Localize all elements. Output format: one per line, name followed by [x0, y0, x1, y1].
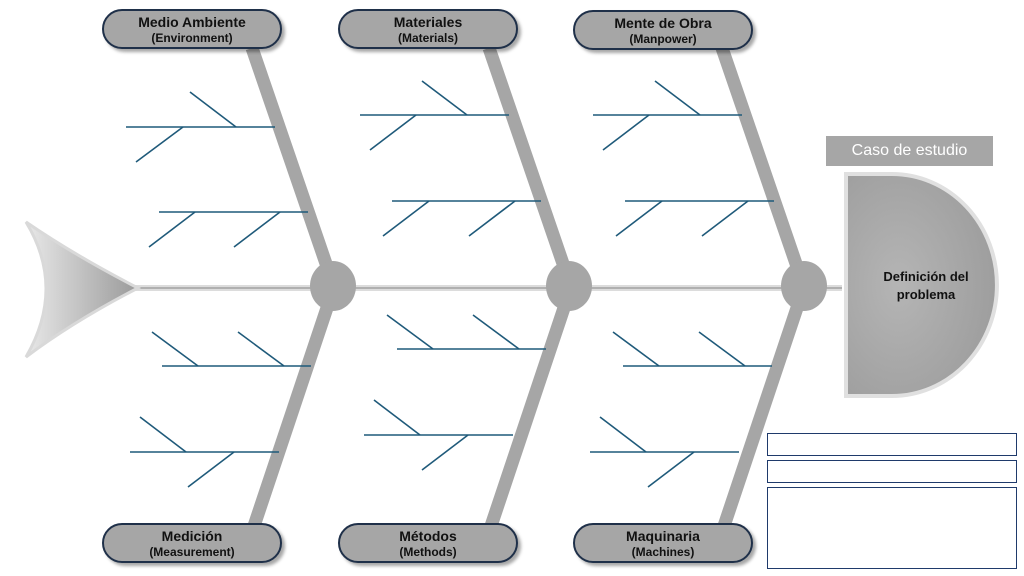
fish-tail	[24, 220, 142, 359]
branch-line	[373, 399, 421, 436]
category-subtitle: (Materials)	[397, 31, 459, 45]
category-methods: Métodos (Methods)	[338, 523, 518, 563]
category-title: Mente de Obra	[614, 15, 712, 31]
bone-machines	[715, 287, 810, 535]
joint-1	[310, 261, 356, 311]
branch-line	[421, 434, 469, 471]
category-title: Medición	[161, 528, 223, 544]
main-bones	[245, 45, 810, 535]
bone-joints	[310, 261, 827, 311]
branch-line	[599, 416, 647, 453]
bone-materials	[482, 45, 577, 287]
branch-line	[386, 314, 434, 350]
joint-2	[546, 261, 592, 311]
branch-line	[647, 451, 695, 488]
category-measurement: Medición (Measurement)	[102, 523, 282, 563]
bone-methods	[482, 287, 577, 535]
category-environment: Medio Ambiente (Environment)	[102, 9, 282, 49]
problem-definition: Definición del problema	[883, 269, 969, 302]
branch-line	[698, 331, 746, 367]
category-materials: Materiales (Materials)	[338, 9, 518, 49]
branch-line	[139, 416, 187, 453]
category-title: Métodos	[399, 528, 457, 544]
category-subtitle: (Machines)	[631, 545, 695, 559]
info-box-2[interactable]	[767, 460, 1017, 483]
case-study-label: Caso de estudio	[826, 136, 993, 166]
branch-line	[369, 114, 417, 151]
bone-manpower	[715, 45, 810, 287]
branch-line	[701, 200, 749, 237]
category-machines: Maquinaria (Machines)	[573, 523, 753, 563]
category-title: Medio Ambiente	[138, 14, 246, 30]
branch-line	[602, 114, 650, 151]
branch-line	[382, 200, 430, 237]
joint-3	[781, 261, 827, 311]
branch-line	[148, 211, 196, 248]
category-subtitle: (Environment)	[151, 31, 233, 45]
branch-line	[612, 331, 660, 367]
branch-line	[654, 80, 701, 116]
branch-line	[189, 91, 237, 128]
bone-measurement	[245, 287, 340, 535]
info-box-1[interactable]	[767, 433, 1017, 456]
bone-environment	[245, 45, 340, 287]
category-subtitle: (Measurement)	[149, 545, 235, 559]
branch-line	[468, 200, 516, 237]
category-manpower: Mente de Obra (Manpower)	[573, 10, 753, 50]
branch-line	[187, 451, 235, 488]
fish-head	[844, 172, 999, 398]
info-box-3[interactable]	[767, 487, 1017, 569]
category-title: Maquinaria	[626, 528, 700, 544]
branch-line	[472, 314, 520, 350]
branch-line	[421, 80, 468, 116]
branch-line	[135, 126, 184, 163]
category-title: Materiales	[393, 14, 463, 30]
branch-line	[151, 331, 199, 367]
branch-line	[615, 200, 663, 237]
category-subtitle: (Manpower)	[629, 32, 697, 46]
cause-branches	[126, 80, 774, 488]
branch-line	[237, 331, 285, 367]
branch-line	[233, 211, 281, 248]
category-subtitle: (Methods)	[399, 545, 457, 559]
